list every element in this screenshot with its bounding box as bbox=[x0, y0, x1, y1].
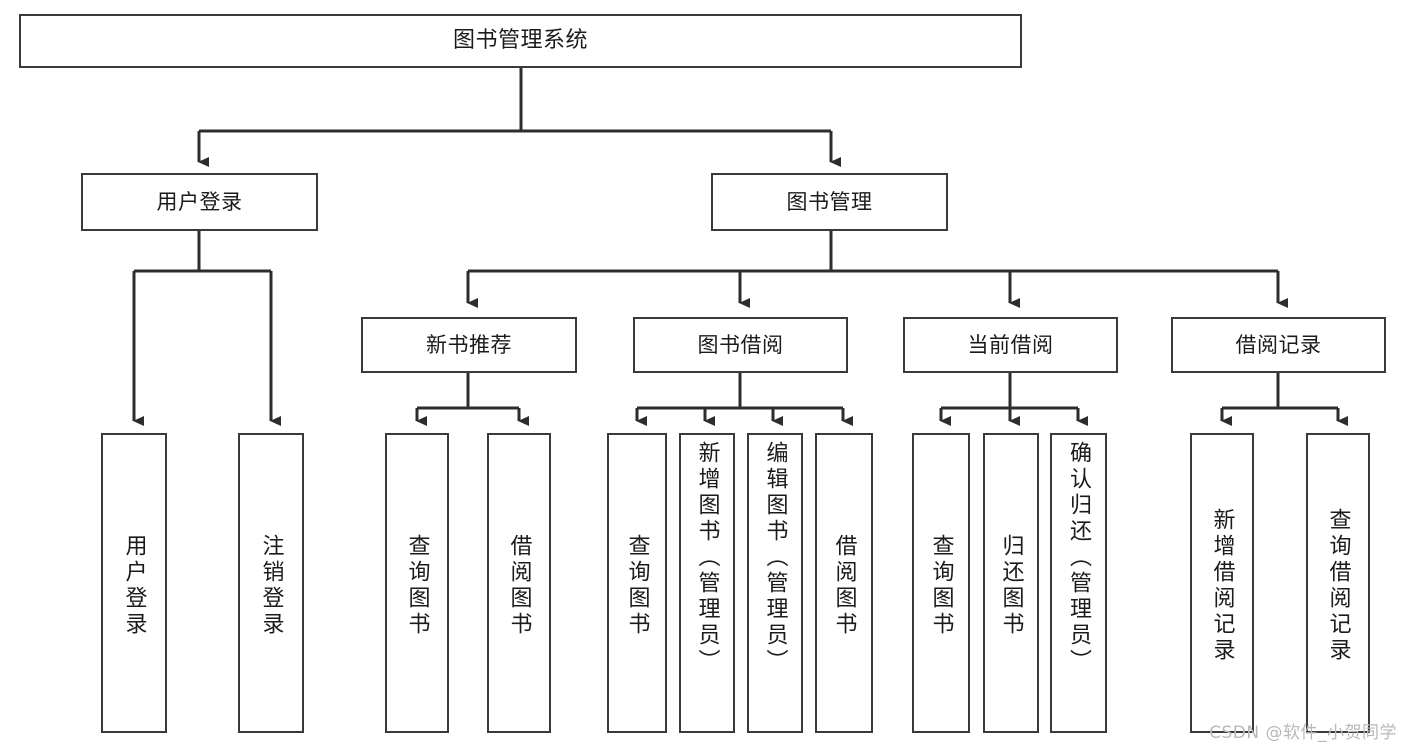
node-borrow-record[interactable]: 借阅记录 bbox=[1171, 317, 1386, 373]
leaf-edit-book-admin[interactable]: 编辑图书（管理员） bbox=[747, 433, 803, 733]
leaf-borrow-book-1-label: 借阅图书 bbox=[506, 534, 532, 638]
leaf-query-book-3-label: 查询图书 bbox=[928, 534, 954, 638]
node-borrow-record-label: 借阅记录 bbox=[1235, 332, 1322, 357]
node-book-borrow[interactable]: 图书借阅 bbox=[633, 317, 848, 373]
node-new-book-recommend[interactable]: 新书推荐 bbox=[361, 317, 577, 373]
leaf-query-book-2[interactable]: 查询图书 bbox=[607, 433, 667, 733]
csdn-watermark: CSDN @软件_小贺同学 bbox=[1209, 723, 1397, 743]
leaf-query-book-1[interactable]: 查询图书 bbox=[385, 433, 449, 733]
leaf-add-book-admin[interactable]: 新增图书（管理员） bbox=[679, 433, 735, 733]
leaf-user-login[interactable]: 用户登录 bbox=[101, 433, 167, 733]
leaf-query-borrow-record-label: 查询借阅记录 bbox=[1325, 508, 1351, 664]
leaf-edit-book-admin-label: 编辑图书（管理员） bbox=[762, 441, 788, 675]
node-current-borrow[interactable]: 当前借阅 bbox=[903, 317, 1118, 373]
node-user-login[interactable]: 用户登录 bbox=[81, 173, 318, 231]
leaf-logout-login[interactable]: 注销登录 bbox=[238, 433, 304, 733]
leaf-confirm-return-admin[interactable]: 确认归还（管理员） bbox=[1050, 433, 1107, 733]
leaf-query-borrow-record[interactable]: 查询借阅记录 bbox=[1306, 433, 1370, 733]
leaf-logout-login-label: 注销登录 bbox=[258, 534, 284, 638]
node-user-login-label: 用户登录 bbox=[156, 189, 243, 214]
node-book-borrow-label: 图书借阅 bbox=[697, 332, 784, 357]
leaf-confirm-return-admin-label: 确认归还（管理员） bbox=[1066, 441, 1092, 675]
node-root-label: 图书管理系统 bbox=[452, 28, 588, 54]
leaf-borrow-book-2-label: 借阅图书 bbox=[831, 534, 857, 638]
leaf-return-book-label: 归还图书 bbox=[998, 534, 1024, 638]
leaf-user-login-label: 用户登录 bbox=[121, 534, 147, 638]
leaf-query-book-3[interactable]: 查询图书 bbox=[912, 433, 970, 733]
node-root[interactable]: 图书管理系统 bbox=[19, 14, 1022, 68]
leaf-borrow-book-1[interactable]: 借阅图书 bbox=[487, 433, 551, 733]
leaf-return-book[interactable]: 归还图书 bbox=[983, 433, 1039, 733]
leaf-query-book-2-label: 查询图书 bbox=[624, 534, 650, 638]
node-book-manage[interactable]: 图书管理 bbox=[711, 173, 948, 231]
node-current-borrow-label: 当前借阅 bbox=[967, 332, 1054, 357]
leaf-add-borrow-record-label: 新增借阅记录 bbox=[1209, 508, 1235, 664]
node-new-book-recommend-label: 新书推荐 bbox=[426, 332, 512, 357]
leaf-borrow-book-2[interactable]: 借阅图书 bbox=[815, 433, 873, 733]
leaf-query-book-1-label: 查询图书 bbox=[404, 534, 430, 638]
leaf-add-book-admin-label: 新增图书（管理员） bbox=[694, 441, 720, 675]
leaf-add-borrow-record[interactable]: 新增借阅记录 bbox=[1190, 433, 1254, 733]
node-book-manage-label: 图书管理 bbox=[786, 189, 873, 214]
